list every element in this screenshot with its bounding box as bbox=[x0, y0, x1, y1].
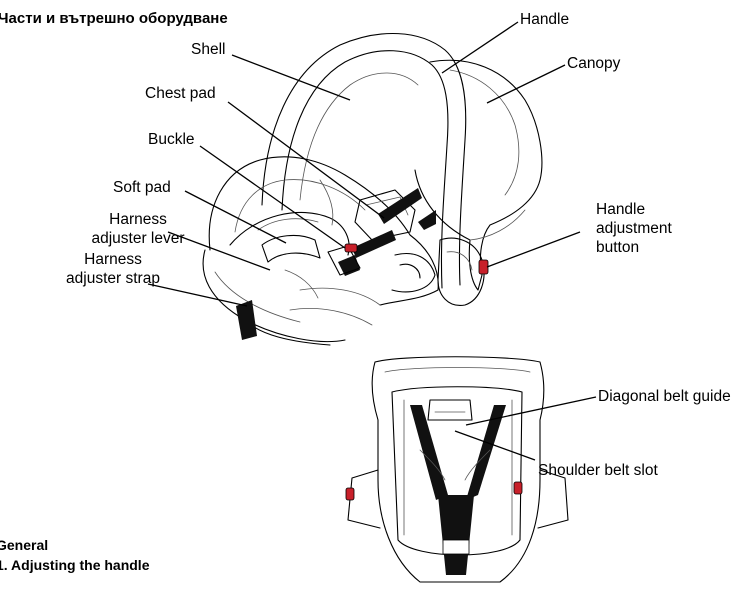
label-soft-pad: Soft pad bbox=[113, 178, 171, 197]
car-seat-side-view bbox=[203, 34, 542, 345]
label-shoulder-belt-slot: Shoulder belt slot bbox=[538, 461, 658, 480]
car-seat-top-view bbox=[346, 357, 568, 582]
leader-lines-upper bbox=[148, 22, 580, 306]
label-handle-adjustment-button: Handle adjustment button bbox=[596, 200, 672, 257]
leader-lines-lower bbox=[455, 397, 596, 460]
label-shell: Shell bbox=[191, 40, 225, 59]
left-shoulder-strap bbox=[410, 405, 448, 500]
buckle-red-button bbox=[345, 244, 357, 252]
crotch-strap bbox=[438, 495, 474, 575]
section-adjusting-handle: 1. Adjusting the handle bbox=[0, 557, 150, 573]
shell-shape bbox=[209, 157, 438, 305]
left-handle-button bbox=[346, 488, 354, 500]
right-handle-button bbox=[514, 482, 522, 494]
label-chest-pad: Chest pad bbox=[145, 84, 216, 103]
label-canopy: Canopy bbox=[567, 54, 620, 73]
label-diagonal-belt-guide: Diagonal belt guide bbox=[598, 387, 731, 406]
label-buckle: Buckle bbox=[148, 130, 195, 149]
label-harness-adjuster-strap: Harness adjuster strap bbox=[48, 250, 178, 288]
section-general: General bbox=[0, 537, 48, 553]
handle-adjustment-button-shape bbox=[479, 260, 488, 274]
page-heading: Части и вътрешно оборудване bbox=[0, 10, 228, 27]
canopy-shape bbox=[415, 60, 542, 290]
label-harness-adjuster-lever: Harness adjuster lever bbox=[88, 210, 188, 248]
label-handle: Handle bbox=[520, 10, 569, 29]
